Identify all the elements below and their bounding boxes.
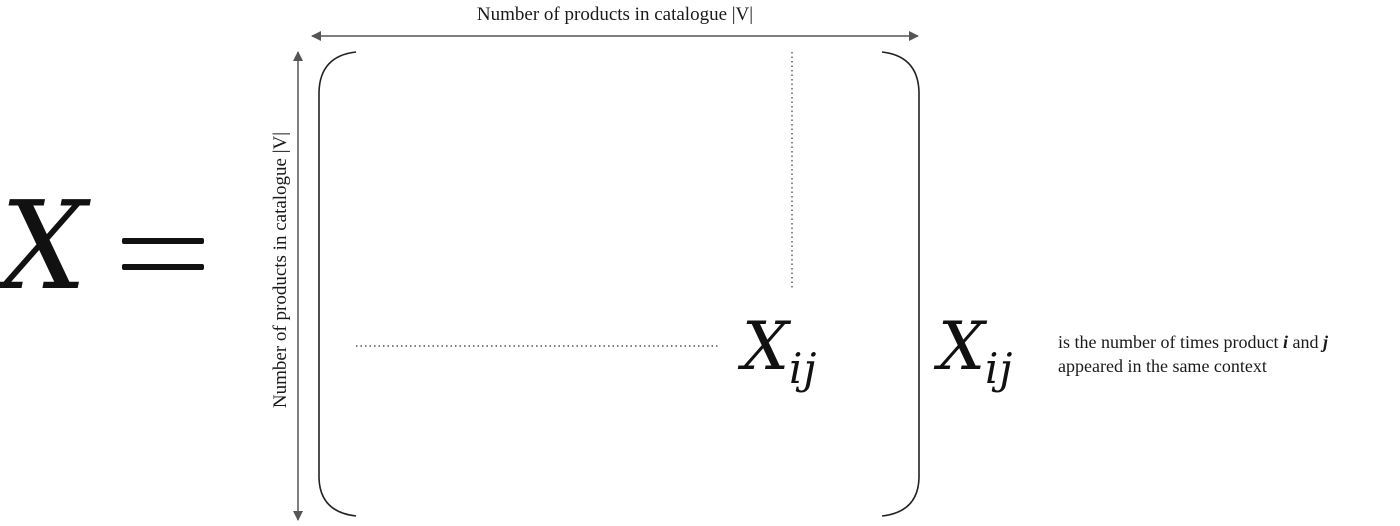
matrix-element-symbol: X	[742, 308, 789, 385]
matrix-element-xij: Xij	[742, 314, 817, 390]
legend-line2: appeared in the same context	[1058, 356, 1267, 376]
legend-and-word: and	[1287, 332, 1323, 352]
matrix-left-bracket	[318, 51, 357, 517]
top-axis-label: Number of products in catalogue |V|	[476, 4, 754, 25]
matrix-right-bracket	[881, 51, 920, 517]
legend-xij: Xij	[938, 314, 1013, 390]
side-axis-label: Number of products in catalogue |V|	[270, 131, 291, 409]
matrix-element-subscript: ij	[789, 344, 818, 393]
legend-symbol: X	[938, 308, 985, 385]
equals-sign	[122, 238, 204, 270]
legend-description: is the number of times product i and j a…	[1058, 330, 1398, 378]
legend-line1-prefix: is the number of times product	[1058, 332, 1283, 352]
legend-subscript: ij	[985, 344, 1014, 393]
matrix-symbol-x: X	[0, 175, 87, 317]
legend-var-j: j	[1322, 332, 1328, 352]
legend-var-i: i	[1282, 332, 1288, 352]
